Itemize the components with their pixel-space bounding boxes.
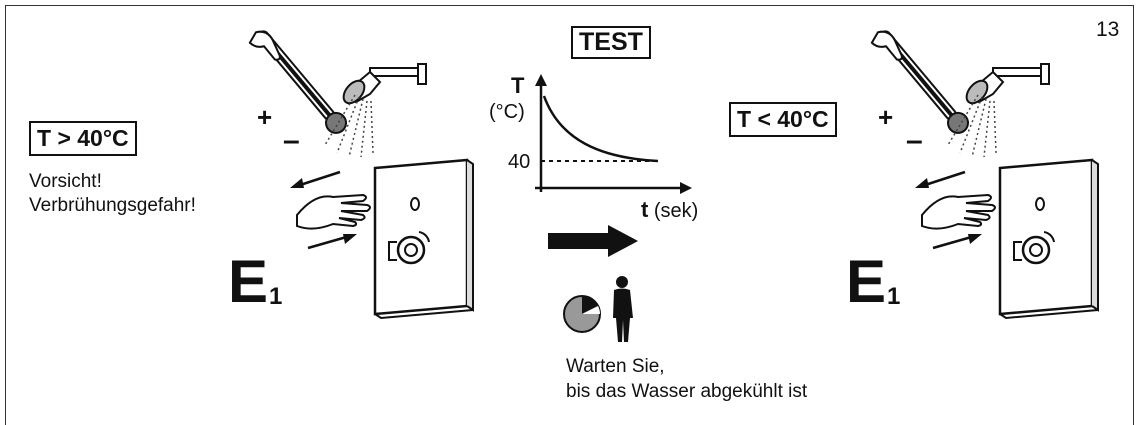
right-minus-sign: –: [906, 124, 923, 157]
graph-x-label: t (sek): [641, 197, 699, 222]
temperature-graph: [535, 74, 692, 194]
right-wall-panel-icon: [998, 158, 1100, 320]
test-label: TEST: [571, 26, 651, 59]
wait-line1: Warten Sie,: [566, 356, 665, 377]
right-temp-label: T < 40°C: [729, 102, 837, 137]
right-arrow-away-icon: [915, 170, 966, 188]
left-minus-sign: –: [283, 124, 300, 157]
left-open-hand-icon: [296, 194, 371, 230]
graph-cooling-curve: [542, 95, 659, 163]
pie-timer-icon: [563, 295, 601, 333]
warning-line2: Verbrühungsgefahr!: [29, 195, 196, 216]
graph-y-tick-40: 40: [508, 151, 531, 173]
right-arrow-toward-icon: [932, 234, 982, 250]
person-icon: [613, 276, 633, 342]
left-temp-label: T > 40°C: [29, 121, 137, 156]
right-unit-label: E1: [846, 248, 901, 315]
graph-x-arrow: [680, 182, 692, 194]
page-number: 13: [1096, 18, 1120, 41]
left-arrow-toward-icon: [307, 234, 357, 250]
left-plus-sign: +: [257, 102, 273, 132]
left-wall-panel-icon: [373, 158, 475, 320]
right-open-hand-icon: [921, 194, 996, 230]
warning-line1: Vorsicht!: [29, 171, 102, 192]
left-arrow-away-icon: [290, 170, 341, 188]
left-unit-label: E1: [228, 248, 283, 315]
right-plus-sign: +: [878, 102, 894, 132]
graph-y-arrow: [535, 74, 547, 86]
graph-y-label: T: [511, 73, 525, 98]
arrow-right-icon: [548, 225, 638, 257]
graph-y-unit: (°C): [489, 101, 525, 123]
wait-line2: bis das Wasser abgekühlt ist: [566, 381, 808, 402]
diagram-frame: [5, 5, 1134, 425]
